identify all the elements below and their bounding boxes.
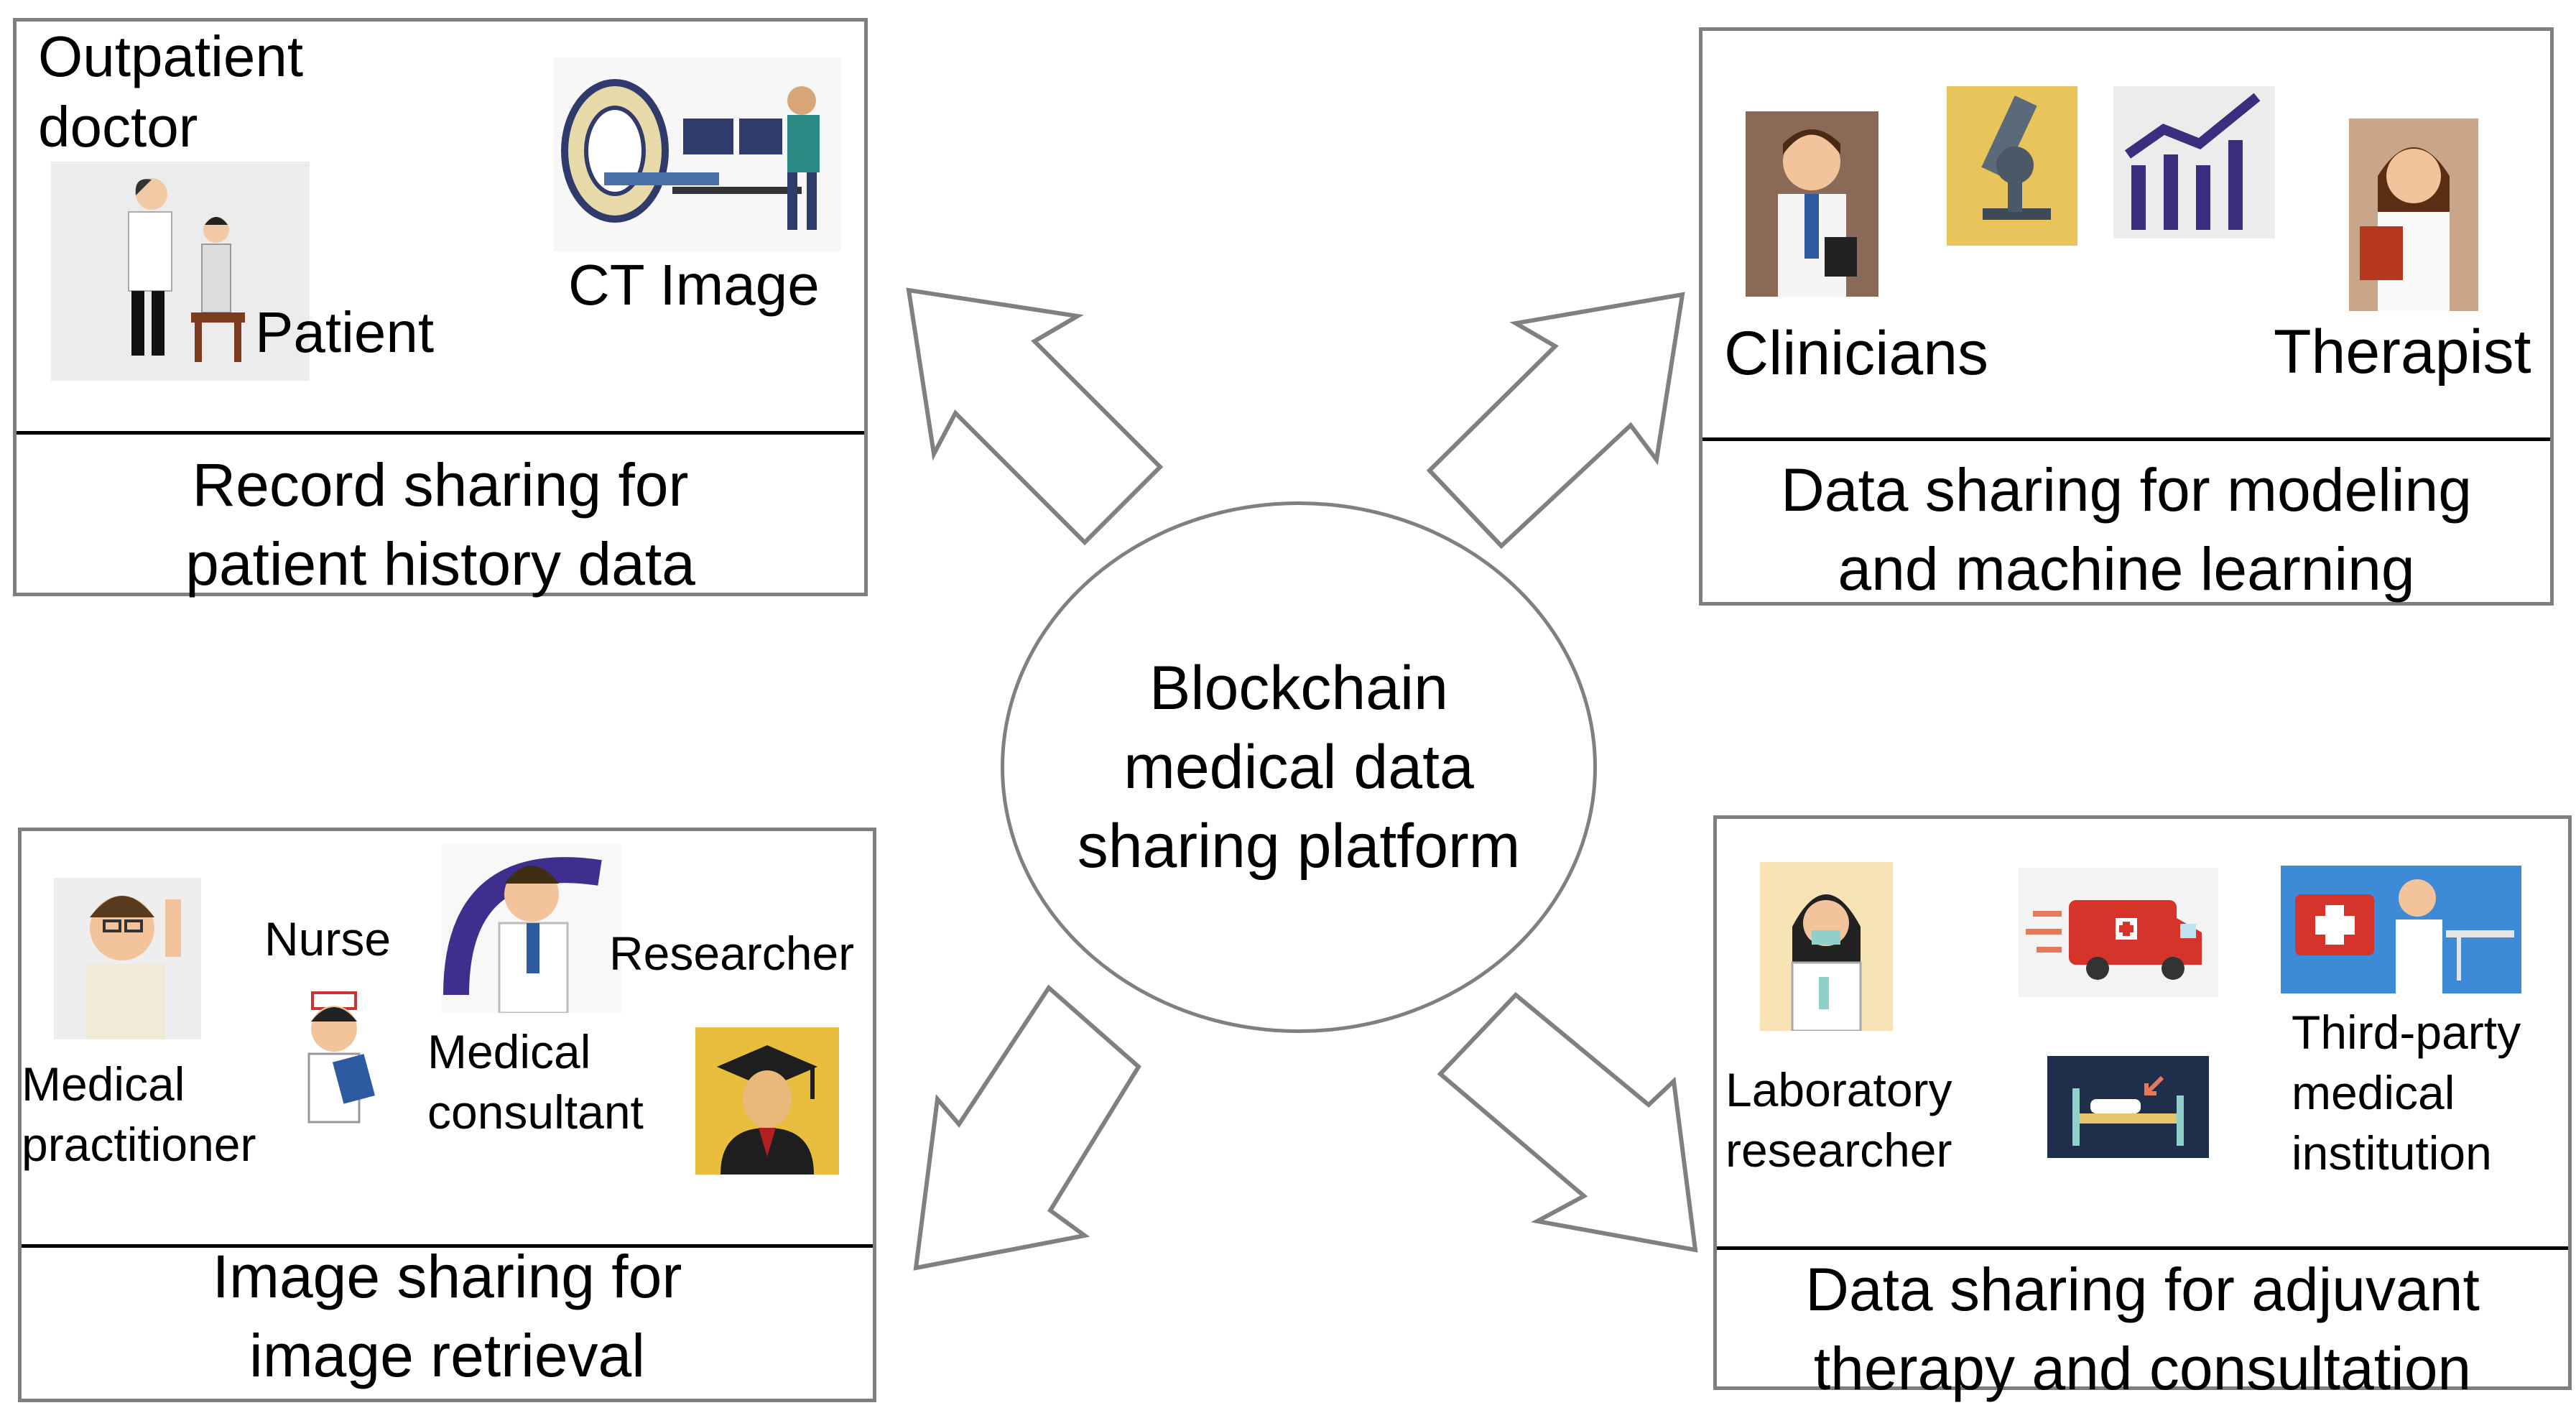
label-outpatient-line-1: Outpatient — [38, 24, 304, 88]
ambulance-icon — [2019, 868, 2218, 997]
panel-divider — [22, 1244, 873, 1248]
therapist-icon — [2349, 119, 2478, 311]
label-lab-line-2: researcher — [1725, 1124, 1952, 1177]
caption-line-2: image retrieval — [249, 1322, 645, 1389]
label-practitioner-line-2: practitioner — [22, 1118, 256, 1171]
label-lab-line-1: Laboratory — [1725, 1063, 1952, 1116]
nurse-icon — [269, 978, 402, 1138]
panel-record-sharing: Outpatient doctor Patient — [13, 18, 868, 598]
label-consultant-line-2: consultant — [427, 1085, 644, 1139]
label-therapist: Therapist — [2274, 318, 2531, 386]
hospital-bed-icon — [2047, 1056, 2209, 1158]
lab-researcher-icon — [1760, 862, 1893, 1031]
platform-title: Blockchain medical data sharing platform — [1004, 649, 1593, 886]
bar-chart-icon — [2113, 86, 2275, 238]
label-practitioner-line-1: Medical — [22, 1057, 185, 1111]
caption-line-2: and machine learning — [1838, 535, 2415, 603]
platform-ellipse: Blockchain medical data sharing platform — [1001, 501, 1597, 1033]
panel-divider — [1702, 437, 2550, 441]
arrow-bottom-left — [913, 984, 1141, 1271]
platform-line-2: medical data — [1123, 733, 1474, 802]
label-nurse: Nurse — [264, 912, 392, 965]
label-third-party: Third-party medical institution — [2292, 1002, 2521, 1183]
caption-line-2: therapy and consultation — [1813, 1335, 2472, 1402]
arrow-bottom-right — [1437, 991, 1698, 1253]
label-third-party-line-1: Third-party — [2292, 1006, 2521, 1059]
label-consultant-line-1: Medical — [427, 1025, 591, 1078]
panel-modeling-ml: Clinicians Therapist Data sharing for mo… — [1699, 27, 2554, 606]
panel-divider — [17, 431, 864, 435]
label-patient: Patient — [255, 300, 435, 364]
panel-divider — [1717, 1246, 2568, 1250]
label-clinicians: Clinicians — [1724, 319, 1989, 388]
medical-practitioner-icon — [54, 878, 201, 1039]
label-third-party-line-3: institution — [2292, 1126, 2492, 1180]
platform-line-1: Blockchain — [1149, 654, 1448, 723]
ct-scanner-icon — [554, 57, 841, 251]
microscope-icon — [1947, 86, 2077, 246]
arrow-top-left — [906, 287, 1164, 546]
label-medical-practitioner: Medical practitioner — [22, 1054, 256, 1175]
label-third-party-line-2: medical — [2292, 1066, 2455, 1119]
caption-record-sharing: Record sharing for patient history data — [17, 445, 864, 603]
label-ct-image: CT Image — [568, 253, 820, 317]
label-outpatient-doctor: Outpatient doctor — [38, 22, 303, 162]
caption-adjuvant-therapy: Data sharing for adjuvant therapy and co… — [1717, 1250, 2568, 1408]
caption-image-sharing: Image sharing for image retrieval — [22, 1237, 873, 1395]
medical-institution-icon — [2281, 866, 2521, 993]
caption-line-1: Image sharing for — [212, 1243, 682, 1310]
panel-adjuvant-therapy: Laboratory researcher — [1713, 815, 2572, 1402]
caption-line-1: Data sharing for adjuvant — [1805, 1256, 2480, 1323]
medical-consultant-icon — [442, 844, 621, 1013]
graduate-researcher-icon — [695, 1027, 839, 1175]
doctor-patient-icon — [51, 162, 310, 381]
label-researcher: Researcher — [609, 927, 855, 980]
caption-line-1: Data sharing for modeling — [1781, 456, 2472, 524]
clinician-icon — [1746, 111, 1878, 297]
caption-line-2: patient history data — [185, 530, 695, 598]
caption-line-1: Record sharing for — [192, 451, 689, 519]
arrow-top-right — [1426, 292, 1685, 550]
panel-image-sharing: Medical practitioner Nurse Researcher Me… — [18, 828, 876, 1402]
caption-modeling-ml: Data sharing for modeling and machine le… — [1702, 450, 2550, 608]
label-laboratory-researcher: Laboratory researcher — [1725, 1060, 1952, 1180]
label-medical-consultant: Medical consultant — [427, 1021, 644, 1142]
platform-line-3: sharing platform — [1077, 812, 1521, 881]
label-outpatient-line-2: doctor — [38, 95, 198, 159]
